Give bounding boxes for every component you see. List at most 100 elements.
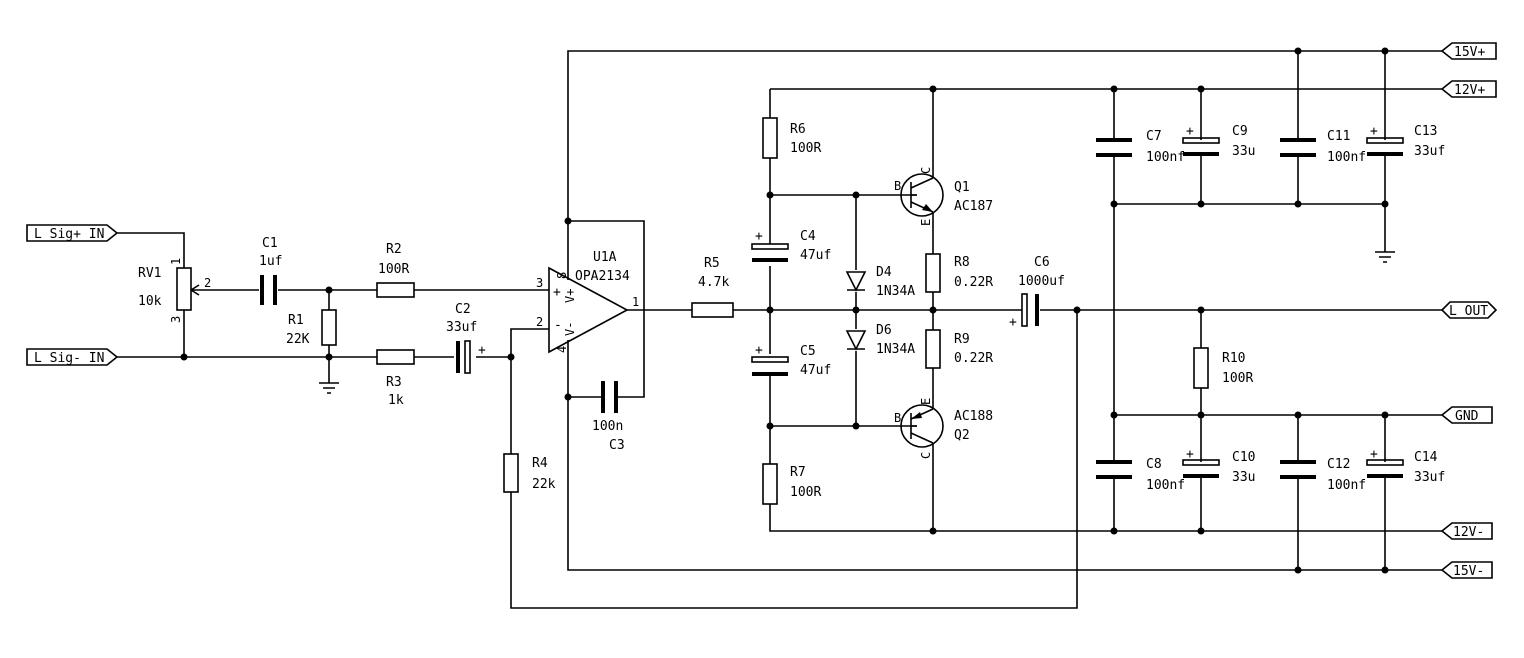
component-ref: C11 xyxy=(1327,129,1350,144)
opamp-plus-sign: + xyxy=(553,285,561,300)
component-ref: R9 xyxy=(954,332,970,347)
component-value: 100nf xyxy=(1327,478,1366,493)
component-value: 1N34A xyxy=(876,342,915,357)
junction-dot xyxy=(507,353,515,361)
component-ref: R2 xyxy=(386,242,402,257)
component-ref: D4 xyxy=(876,265,892,280)
component-value: 33uf xyxy=(1414,144,1445,159)
component-ref: R10 xyxy=(1222,351,1245,366)
capacitor-c6: + C6 1000uf xyxy=(1009,255,1065,330)
junction-dot xyxy=(852,191,860,199)
resistor-r10: R10 100R xyxy=(1193,347,1253,389)
component-value: 1000uf xyxy=(1018,274,1065,289)
junction-dot xyxy=(180,353,188,361)
component-value: 100R xyxy=(790,141,821,156)
capacitor-c8: C8 100nf xyxy=(1096,457,1185,493)
component-value: 100R xyxy=(790,485,821,500)
component-value: 47uf xyxy=(800,363,831,378)
port-label: 15V+ xyxy=(1454,45,1485,60)
junction-dot xyxy=(1073,306,1081,314)
pin-name: C xyxy=(919,452,933,459)
junction-dot xyxy=(1197,411,1205,419)
ground-symbol xyxy=(1375,251,1395,263)
component-value: 4.7k xyxy=(698,275,729,290)
junction-dot xyxy=(1197,527,1205,535)
pin-name: V- xyxy=(563,322,577,336)
pin-name: V+ xyxy=(563,289,577,303)
resistor-r7: R7 100R xyxy=(762,463,821,505)
component-ref: C4 xyxy=(800,229,816,244)
capacitor-c2: + C2 33uf xyxy=(446,302,486,374)
capacitor-c9: + C9 33u xyxy=(1182,124,1255,159)
pin-name: B xyxy=(894,411,901,425)
junction-dot xyxy=(1197,85,1205,93)
capacitor-c4: + C4 47uf xyxy=(751,229,831,263)
component-ref: C13 xyxy=(1414,124,1437,139)
component-ref: C3 xyxy=(609,438,625,453)
capacitor-c1: C1 1uf xyxy=(259,236,282,305)
resistor-r1: R1 22K xyxy=(286,309,337,347)
pin-number: 3 xyxy=(536,276,543,290)
component-value: 100n xyxy=(592,419,623,434)
pin-number: 2 xyxy=(204,276,211,290)
component-ref: R7 xyxy=(790,465,806,480)
component-ref: C5 xyxy=(800,344,816,359)
capacitor-c10: + C10 33u xyxy=(1182,447,1255,485)
capacitor-c11: C11 100nf xyxy=(1280,129,1366,165)
component-value: 100nf xyxy=(1146,478,1185,493)
component-ref: R1 xyxy=(288,313,304,328)
wires xyxy=(117,50,1442,609)
junction-dot xyxy=(1197,200,1205,208)
component-ref: R4 xyxy=(532,456,548,471)
component-ref: C2 xyxy=(455,302,471,317)
junction-dot xyxy=(766,422,774,430)
component-value: 100R xyxy=(378,262,409,277)
pin-number: 4 xyxy=(555,346,569,353)
polarity-mark: + xyxy=(1186,124,1194,139)
component-value: 33uf xyxy=(446,320,477,335)
resistor-r9: R9 0.22R xyxy=(925,329,993,369)
pin-name: E xyxy=(919,398,933,405)
pin-number: 1 xyxy=(169,258,183,265)
capacitor-c12: C12 100nf xyxy=(1280,457,1366,493)
junction-dot xyxy=(1110,527,1118,535)
opamp-u1a: + - V+ V- 3 2 1 8 4 U1A OPA2134 xyxy=(536,250,639,354)
port-lsig-plus: L Sig+ IN xyxy=(26,224,119,242)
junction-dot xyxy=(1294,200,1302,208)
capacitor-c7: C7 100nf xyxy=(1096,129,1185,165)
component-value: 1uf xyxy=(259,254,282,269)
component-value: AC188 xyxy=(954,409,993,424)
port-gnd: GND xyxy=(1440,406,1493,424)
component-value: 22k xyxy=(532,477,556,492)
resistor-r8: R8 0.22R xyxy=(925,253,993,293)
pin-number: 8 xyxy=(555,272,569,279)
port-label: 12V+ xyxy=(1454,83,1485,98)
component-value: AC187 xyxy=(954,199,993,214)
component-ref: C14 xyxy=(1414,450,1438,465)
junction-dot xyxy=(564,217,572,225)
component-ref: R5 xyxy=(704,256,720,271)
component-value: 1k xyxy=(388,393,404,408)
polarity-mark: + xyxy=(1370,447,1378,462)
pin-name: B xyxy=(894,179,901,193)
component-ref: C7 xyxy=(1146,129,1162,144)
port-label: L Sig- IN xyxy=(34,351,104,366)
junction-dot xyxy=(929,306,937,314)
junction-dot xyxy=(1294,566,1302,574)
component-value: 22K xyxy=(286,332,310,347)
component-value: 0.22R xyxy=(954,275,993,290)
port-label: 15V- xyxy=(1453,564,1484,579)
capacitor-c14: + C14 33uf xyxy=(1366,447,1445,485)
junction-dot xyxy=(325,286,333,294)
capacitor-c13: + C13 33uf xyxy=(1366,124,1445,159)
polarity-mark: + xyxy=(1009,315,1017,330)
resistor-r2: R2 100R xyxy=(376,242,415,298)
pin-number: 3 xyxy=(169,316,183,323)
capacitor-c5: + C5 47uf xyxy=(751,343,831,378)
component-ref: C6 xyxy=(1034,255,1050,270)
junction-dot xyxy=(1110,411,1118,419)
pin-name: C xyxy=(919,167,933,174)
diode-d4: D4 1N34A xyxy=(845,265,915,299)
port-label: L Sig+ IN xyxy=(34,227,104,242)
component-value: 10k xyxy=(138,294,162,309)
